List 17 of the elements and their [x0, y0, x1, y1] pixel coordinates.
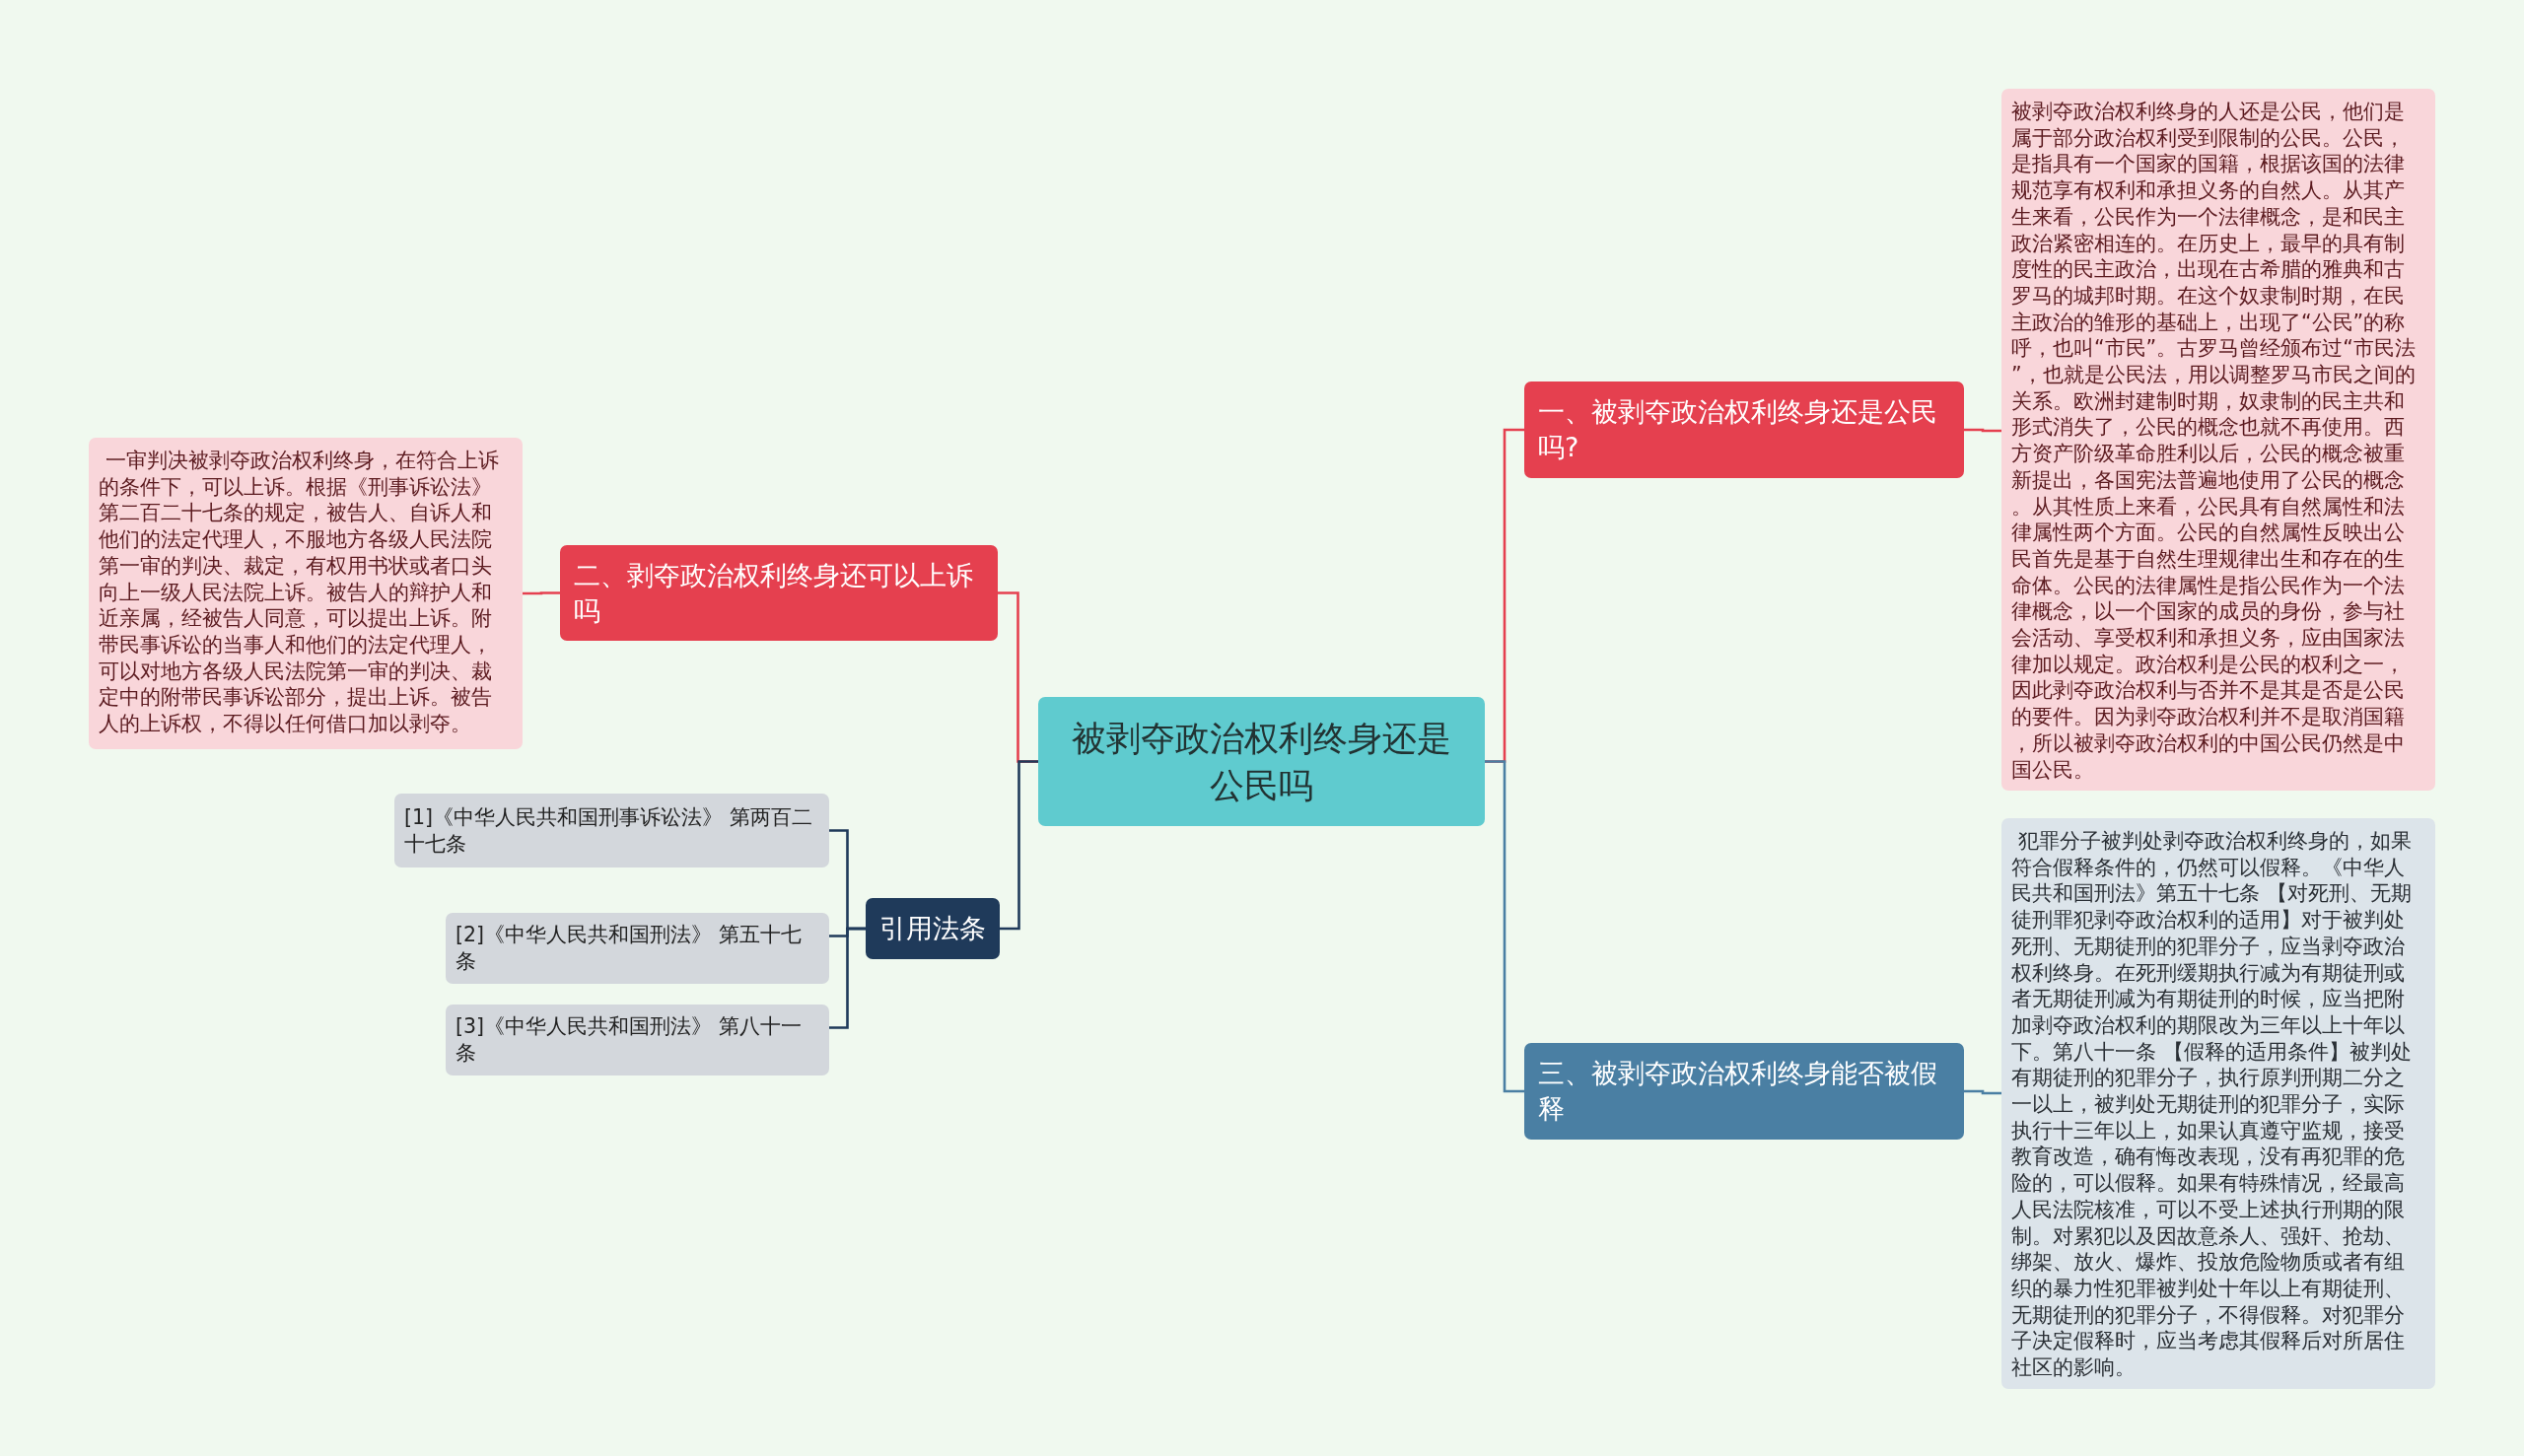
- central-topic-box: 被剥夺政治权利终身还是公民吗: [1038, 697, 1485, 826]
- connector-line: [1964, 1089, 2001, 1095]
- topic-box: 引用法条: [866, 898, 1000, 959]
- note-box: 一审判决被剥夺政治权利终身，在符合上诉的条件下，可以上诉。根据《刑事诉讼法》第二百二十七条的规定，被告人、自诉人和他们的法定代理人，不服地方各级人民法院第一审的判决、裁定，有权用书状或者口头向上一级人民法院上诉。被告人的辩护人和近亲属，经被告人同意，可以提出上诉。附带民事诉讼的当事人和他们的法定代理人，可以对地方各级人民法院第一审的判决、裁定中的附带民事诉讼部分，提出上诉。被告人的上诉权，不得以任何借口加以剥夺。: [89, 438, 523, 749]
- connector-line: [1485, 760, 1524, 1093]
- connector-line: [829, 927, 866, 1029]
- connector-line: [1964, 428, 2001, 433]
- topic-box: 三、被剥夺政治权利终身能否被假释: [1524, 1043, 1964, 1140]
- reference-box: [3]《中华人民共和国刑法》 第八十一条: [446, 1005, 829, 1075]
- note-box: 被剥夺政治权利终身的人还是公民，他们是属于部分政治权利受到限制的公民。公民，是指具有一个国家的国籍，根据该国的法律规范享有权利和承担义务的自然人。从其产生来看，公民作为一个法律概念，是和民主政治紧密相连的。在历史上，最早的具有制度性的民主政治，出现在古希腊的雅典和古罗马的城邦时期。在这个奴隶制时期，在民主政治的雏形的基础上，出现了“公民”的称呼，也叫“市民”。古罗马曾经颁布过“市民法”，也就是公民法，用以调整罗马市民之间的关系。欧洲封建制时期，奴隶制的民主共和形式消失了，公民的概念也就不再使用。西方资产阶级革命胜利以后，公民的概念被重新提出，各国宪法普遍地使用了公民的概念。从其性质上来看，公民具有自然属性和法律属性两个方面。公民的自然属性反映出公民首先是基于自然生理规律出生和存在的生命体。公民的法律属性是指公民作为一个法律概念，以一个国家的成员的身份，参与社会活动、享受权利和承担义务，应由国家法律加以规定。政治权利是公民的权利之一，因此剥夺政治权利与否并不是其是否是公民的要件。因为剥夺政治权利并不是取消国籍，所以被剥夺政治权利的中国公民仍然是中国公民。: [2001, 89, 2435, 792]
- topic-box: 二、剥夺政治权利终身还可以上诉吗: [560, 545, 998, 641]
- reference-box: [2]《中华人民共和国刑法》 第五十七条: [446, 913, 829, 984]
- note-box: 犯罪分子被判处剥夺政治权利终身的，如果符合假释条件的，仍然可以假释。《中华人民共和国刑法》第五十七条 【对死刑、无期徒刑罪犯剥夺政治权利的适用】对于被判处死刑、无期徒刑的犯罪分子，应当剥夺政治权利终身。在死刑缓期执行减为有期徒刑或者无期徒刑减为有期徒刑的时候，应当把附加剥夺政治权利的期限改为三年以上十年以下。第八十一条 【假释的适用条件】被判处有期徒刑的犯罪分子，执行原判刑期二分之一以上，被判处无期徒刑的犯罪分子，实际执行十三年以上，如果认真遵守监规，接受教育改造，确有悔改表现，没有再犯罪的危险的，可以假释。如果有特殊情况，经最高人民法院核准，可以不受上述执行刑期的限制。对累犯以及因故意杀人、强奸、抢劫、绑架、放火、爆炸、投放危险物质或者有组织的暴力性犯罪被判处十年以上有期徒刑、无期徒刑的犯罪分子，不得假释。对犯罪分子决定假释时，应当考虑其假释后对所居住社区的影响。: [2001, 818, 2435, 1389]
- connector-line: [1000, 760, 1038, 931]
- reference-box: [1]《中华人民共和国刑事诉讼法》 第两百二十七条: [394, 794, 829, 867]
- topic-box: 一、被剥夺政治权利终身还是公民吗?: [1524, 381, 1964, 478]
- connector-line: [523, 591, 560, 595]
